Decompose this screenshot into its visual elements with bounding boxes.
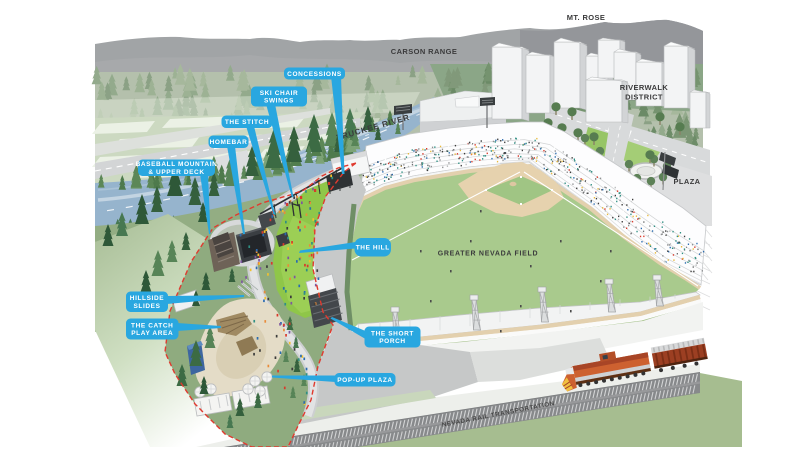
svg-text:POP-UP PLAZA: POP-UP PLAZA [337,377,392,384]
svg-text:PLAZA: PLAZA [674,177,701,186]
svg-text:THE HILL: THE HILL [356,245,390,252]
svg-text:PORCH: PORCH [379,338,405,345]
svg-text:THE CATCH: THE CATCH [131,323,173,330]
svg-text:DISTRICT: DISTRICT [625,93,663,102]
svg-text:HILLSIDE: HILLSIDE [130,295,164,302]
svg-text:PLAY AREA: PLAY AREA [131,330,173,337]
svg-text:SKI CHAIR: SKI CHAIR [260,90,299,97]
svg-text:THE SHORT: THE SHORT [371,331,414,338]
svg-text:CARSON RANGE: CARSON RANGE [391,47,457,56]
svg-text:RIVERWALK: RIVERWALK [620,83,669,92]
svg-text:GREATER NEVADA FIELD: GREATER NEVADA FIELD [438,251,539,258]
svg-text:CONCESSIONS: CONCESSIONS [287,71,342,78]
svg-text:HOMEBAR: HOMEBAR [210,139,248,146]
svg-text:SWINGS: SWINGS [264,98,294,105]
svg-text:BASEBALL MOUNTAIN: BASEBALL MOUNTAIN [136,161,218,168]
svg-text:SLIDES: SLIDES [133,303,160,310]
svg-text:THE STITCH: THE STITCH [225,119,269,126]
svg-text:MT. ROSE: MT. ROSE [567,13,606,22]
svg-text:& UPPER DECK: & UPPER DECK [148,169,204,176]
